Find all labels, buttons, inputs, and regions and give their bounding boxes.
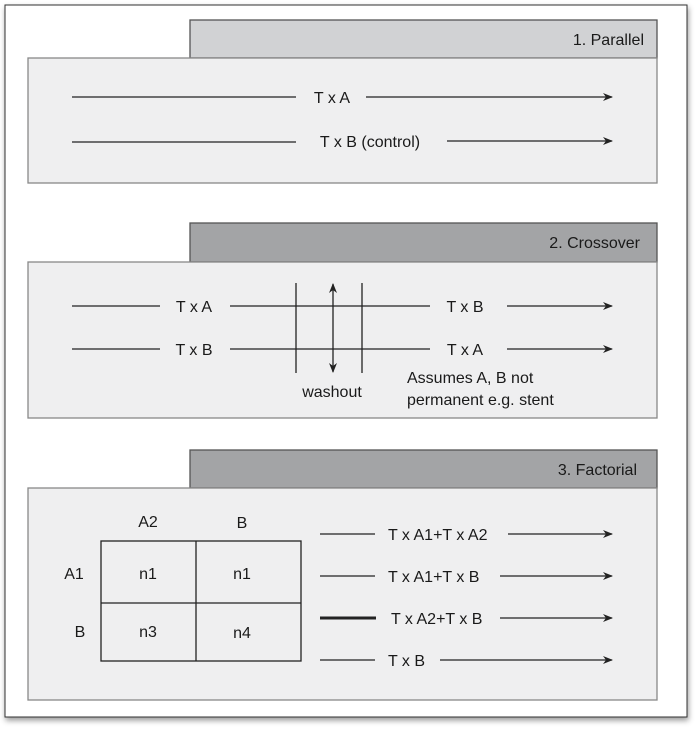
arm-label-first: T x B [175,342,212,359]
crossover-note: permanent e.g. stent [407,392,554,409]
parallel-header [189,19,658,59]
arm-label: T x B (control) [320,134,420,151]
crossover-section: 2. Crossover T x A T x B T x B T x A was… [27,222,658,419]
arm-label: T x B [388,653,425,670]
arm-label-first: T x A [176,299,212,316]
factorial-grid [100,540,302,662]
grid-cell: n1 [139,566,157,583]
crossover-note: Assumes A, B not [407,370,534,387]
washout-label: washout [301,384,362,401]
col-header: B [237,515,248,532]
grid-cell: n4 [233,625,251,642]
row-header: A1 [64,566,84,583]
crossover-panel [27,261,658,419]
crossover-title: 2. Crossover [549,235,640,252]
factorial-header [189,449,658,489]
grid-cell: n3 [139,624,157,641]
arm-label-second: T x A [447,342,483,359]
col-header: A2 [138,514,158,531]
arm-label: T x A1+T x B [388,569,479,586]
parallel-panel [27,57,658,184]
arm-label: T x A1+T x A2 [388,527,488,544]
grid-cell: n1 [233,566,251,583]
arm-label: T x A2+T x B [391,611,482,628]
row-header: B [75,624,86,641]
parallel-section: 1. Parallel T x A T x B (control) [27,19,658,184]
factorial-title: 3. Factorial [558,462,637,479]
factorial-section: 3. Factorial A2 B A1 B n1 n1 n3 n4 T x A… [27,449,658,701]
arm-label-second: T x B [446,299,483,316]
parallel-title: 1. Parallel [573,32,644,49]
factorial-panel [27,487,658,701]
arm-label: T x A [314,90,350,107]
